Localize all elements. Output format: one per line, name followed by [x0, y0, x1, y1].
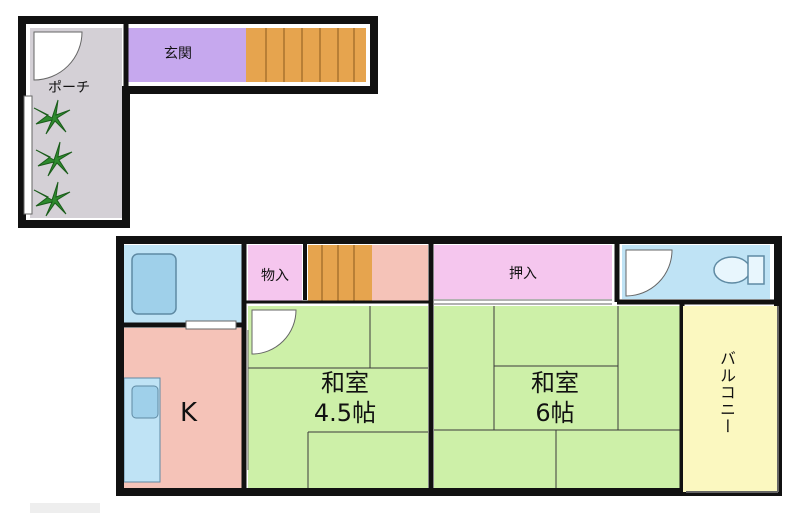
toilet-door-swing: [625, 249, 673, 297]
balcony-label: バルコニー: [717, 350, 736, 435]
washitsu-large-name: 和室: [531, 369, 579, 397]
genkan-label: 玄関: [164, 46, 192, 62]
closet-floor: [434, 245, 612, 299]
kitchen-bath-door: [185, 320, 237, 330]
lower-stair-treads: [321, 245, 355, 301]
upper-stairs: [246, 28, 366, 82]
stair-hall: [372, 245, 428, 301]
washitsu-large-size: 6帖: [535, 399, 575, 427]
storage-floor: [248, 245, 302, 301]
washitsu-large-tatami-lines: [434, 306, 680, 488]
porch-door-swing: [33, 31, 83, 81]
genkan-floor: [126, 28, 246, 82]
storage-label: 物入: [261, 268, 289, 284]
porch-door: [23, 95, 33, 215]
balcony-opening: [683, 306, 778, 492]
washitsu-small-name: 和室: [321, 369, 369, 397]
lower-stairs: [308, 245, 372, 301]
lower-bottom-mark: [30, 503, 100, 513]
upper-stair-treads: [265, 28, 355, 82]
kitchen-sink: [131, 385, 159, 419]
porch-plants: [33, 99, 73, 217]
bathtub: [131, 253, 177, 315]
toilet-bowl: [713, 256, 751, 284]
washitsu-small-size: 4.5帖: [313, 399, 377, 427]
lower-inner-walls: [120, 240, 778, 492]
washitsu-large-floor: [434, 306, 680, 488]
porch-label: ポーチ: [48, 80, 90, 96]
closet-label: 押入: [509, 266, 537, 282]
washitsu-small-label: 和室 4.5帖: [300, 368, 390, 428]
washitsu-small-tatami-lines: [248, 306, 428, 488]
kitchen-label: K: [180, 398, 198, 428]
washitsu-small-door-swing: [251, 309, 297, 355]
washitsu-large-label: 和室 6帖: [520, 368, 590, 428]
toilet-tank: [747, 255, 765, 285]
